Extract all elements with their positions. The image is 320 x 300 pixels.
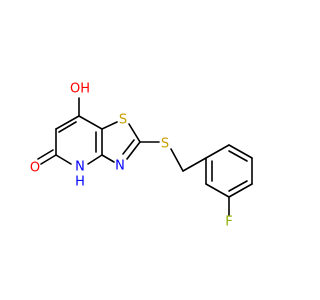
bond-c7-c6-double (58, 121, 77, 133)
bond-c7a-s1 (101, 121, 118, 130)
bond-ar5-ar6 (205, 183, 230, 198)
bond-s-link-ch2 (170, 148, 184, 172)
bond-ar4-ar5 (228, 183, 253, 198)
atom-s-link: S (161, 137, 169, 152)
bond-ar2-ar3-double (228, 150, 248, 162)
bond-ch2-ar (182, 157, 207, 172)
atom-nh-n: N (75, 160, 85, 175)
atom-s-ring: S (119, 113, 127, 128)
bond-n3-c3a (101, 154, 115, 163)
bond-c2-n3-double (122, 139, 135, 155)
bond-c7a-c7 (78, 115, 103, 130)
bond-c5-n4 (55, 154, 72, 165)
bond-c5-o (40, 154, 57, 165)
bond-c7-c6 (55, 115, 80, 130)
atom-o: O (30, 161, 40, 176)
atom-f: F (225, 215, 232, 230)
atom-n-ring: N (115, 159, 125, 174)
atom-oh: OH (70, 82, 90, 97)
bond-ar4-ar5-double (228, 180, 248, 192)
bond-ar1-ar2 (205, 144, 230, 159)
bond-c5-o-double (37, 149, 54, 160)
bond-ar2-ar3 (228, 144, 253, 159)
atom-nh-h: H (75, 175, 85, 190)
atom-labels: OH S S N N H O F (30, 82, 233, 230)
bonds (37, 97, 253, 216)
bond-c2-n3 (126, 141, 141, 160)
structure-svg: OH S S N N H O F (30, 82, 253, 230)
bond-n4-c3a (87, 154, 103, 165)
molecule-diagram: OH S S N N H O F (30, 82, 253, 230)
bond-s1-c2 (128, 123, 141, 143)
